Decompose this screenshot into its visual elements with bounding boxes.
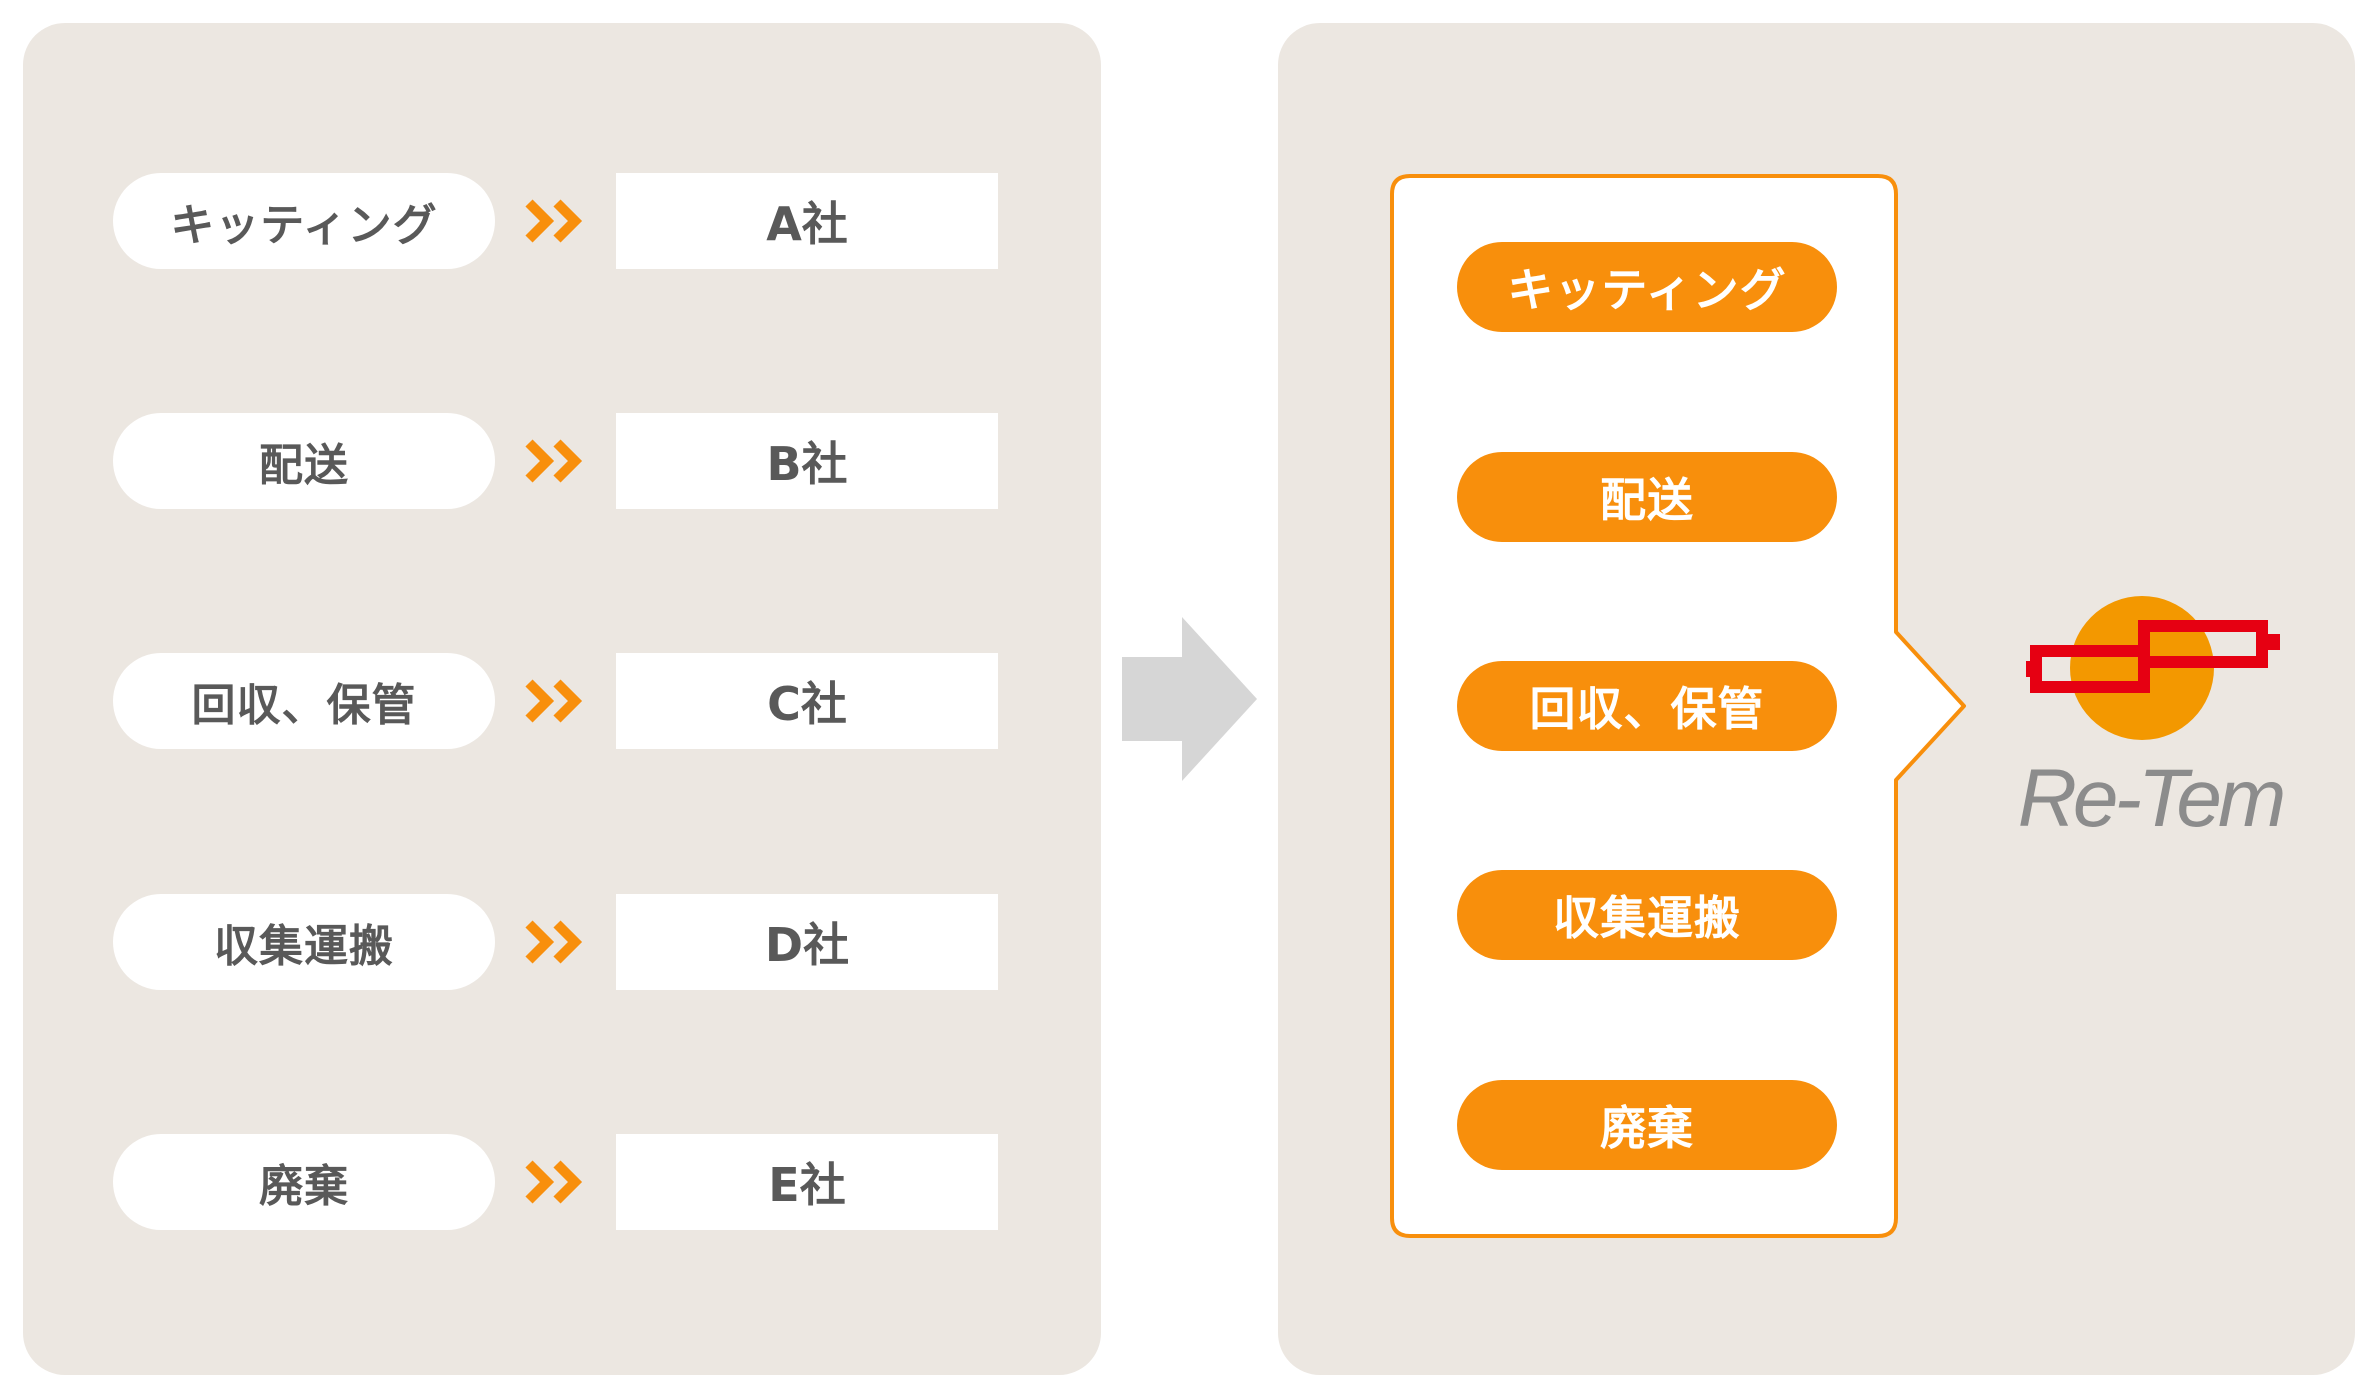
vendor-row: キッティング A社 — [113, 173, 998, 269]
double-chevron-right-icon — [525, 679, 583, 723]
company-box: E社 — [616, 1134, 998, 1230]
double-chevron-right-icon — [525, 1160, 583, 1204]
vendor-row: 回収、保管 C社 — [113, 653, 998, 749]
company-box: C社 — [616, 653, 998, 749]
retem-logo: Re-Tem — [2018, 596, 2287, 844]
double-chevron-right-icon — [525, 439, 583, 483]
task-pill: キッティング — [113, 173, 495, 269]
double-chevron-right-icon — [525, 920, 583, 964]
task-pill: 回収、保管 — [113, 653, 495, 749]
vendor-row: 配送 B社 — [113, 413, 998, 509]
double-chevron-right-icon — [525, 199, 583, 243]
company-box: A社 — [616, 173, 998, 269]
task-pill: 廃棄 — [113, 1134, 495, 1230]
logo-text: Re-Tem — [2018, 753, 2283, 844]
service-pill: 配送 — [1457, 452, 1837, 542]
logo-mark-icon — [2030, 620, 2268, 693]
company-box: D社 — [616, 894, 998, 990]
big-arrow-right-icon — [1122, 617, 1257, 781]
service-pill: 廃棄 — [1457, 1080, 1837, 1170]
vendor-row: 収集運搬 D社 — [113, 894, 998, 990]
service-pill: キッティング — [1457, 242, 1837, 332]
service-pill: 回収、保管 — [1457, 661, 1837, 751]
task-pill: 配送 — [113, 413, 495, 509]
company-box: B社 — [616, 413, 998, 509]
service-pill: 収集運搬 — [1457, 870, 1837, 960]
vendor-row: 廃棄 E社 — [113, 1134, 998, 1230]
task-pill: 収集運搬 — [113, 894, 495, 990]
